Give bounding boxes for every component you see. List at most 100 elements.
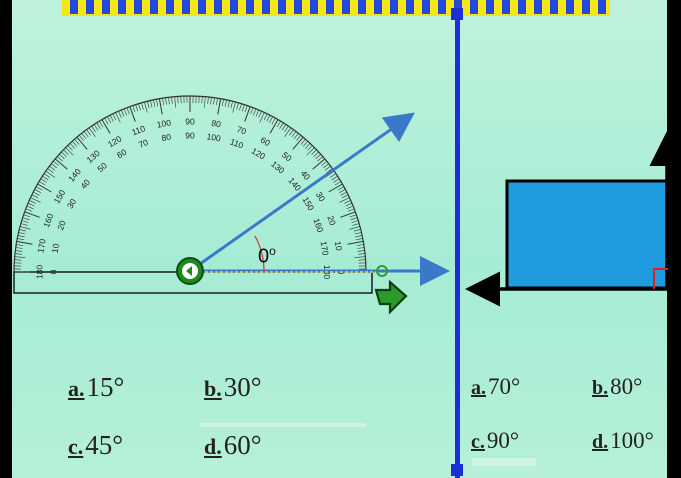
protractor-tick: [150, 100, 153, 108]
protractor-tick: [23, 214, 31, 218]
protractor-tick: [51, 163, 57, 169]
protractor-tick: [19, 226, 31, 230]
protractor-tick: [69, 143, 75, 149]
protractor-tick: [232, 101, 236, 113]
protractor-tick: [34, 189, 41, 193]
protractor-scale-label: 120: [250, 146, 268, 162]
blue-rectangle: [505, 179, 671, 290]
protractor-tick: [210, 97, 212, 105]
vertical-divider: [455, 10, 460, 478]
protractor-tick: [358, 253, 366, 255]
protractor-tick: [126, 107, 130, 115]
protractor-tick: [162, 98, 164, 106]
protractor-scale-label: 110: [229, 136, 245, 150]
protractor-tick: [357, 247, 365, 249]
protractor-tick: [279, 122, 284, 129]
protractor-scale-label: 50: [95, 160, 109, 174]
protractor-tick: [333, 178, 340, 183]
protractor-tick: [99, 120, 104, 128]
protractor-scale-label: 110: [130, 123, 146, 137]
right-frame-border: [667, 0, 681, 478]
protractor-tick: [354, 232, 362, 235]
protractor-tick: [349, 226, 361, 230]
option-b-right[interactable]: b.80°: [592, 374, 643, 399]
protractor-tick: [236, 102, 239, 110]
protractor-tick: [45, 170, 55, 178]
protractor-tick: [53, 160, 59, 166]
angle-ray-upper[interactable]: [189, 112, 415, 273]
protractor-tick: [358, 259, 366, 261]
protractor-tick: [340, 191, 347, 196]
move-arrow-icon[interactable]: [374, 279, 408, 315]
protractor-tick: [224, 99, 227, 107]
protractor-tick: [311, 149, 317, 155]
protractor-tick: [107, 116, 111, 123]
option-d-left[interactable]: d.60°: [204, 430, 262, 460]
rotate-handle[interactable]: [376, 265, 388, 277]
protractor-tick: [141, 102, 144, 110]
protractor-tick: [74, 139, 80, 145]
protractor-scale-label: 150: [52, 188, 68, 206]
protractor-tick: [269, 119, 279, 134]
pivot-button[interactable]: [176, 257, 204, 285]
protractor-tick: [321, 160, 327, 166]
protractor-tick: [353, 229, 361, 232]
protractor-tick: [293, 133, 299, 139]
protractor-tick: [351, 220, 359, 223]
divider-handle-bottom[interactable]: [451, 464, 463, 476]
protractor-tick: [230, 101, 233, 109]
option-b-left[interactable]: b.30°: [204, 372, 262, 402]
protractor-tick: [315, 153, 322, 160]
option-c-right[interactable]: c.90°: [471, 428, 520, 453]
protractor-scale-label: 160: [311, 217, 325, 234]
protractor-scale-label: 90: [185, 130, 195, 140]
protractor-tick: [350, 217, 358, 221]
protractor-tick: [349, 214, 357, 218]
protractor-tick: [18, 232, 26, 235]
option-c-left[interactable]: c.45°: [68, 430, 124, 460]
protractor-tick: [305, 143, 311, 149]
protractor-tick: [255, 109, 260, 117]
protractor-tick: [355, 238, 363, 241]
protractor-tick: [88, 127, 96, 137]
option-d-right[interactable]: d.100°: [592, 428, 654, 453]
protractor-tick: [354, 256, 366, 258]
protractor-scale-label: 0: [48, 269, 58, 274]
protractor-scale-label: 50: [280, 150, 294, 164]
option-a-left[interactable]: a.15°: [68, 372, 125, 402]
protractor-tick: [207, 96, 209, 104]
protractor-tick: [284, 125, 289, 133]
protractor-scale-label: 60: [259, 135, 272, 149]
protractor-scale-label: 170: [35, 238, 47, 254]
protractor-tick: [347, 208, 355, 212]
protractor-tick: [307, 145, 313, 151]
divider-handle-top[interactable]: [451, 8, 463, 20]
protractor-tick: [158, 98, 163, 115]
protractor-tick: [302, 140, 309, 147]
protractor-tick: [47, 168, 54, 173]
protractor-tick: [147, 101, 150, 109]
protractor-tick: [306, 147, 315, 156]
protractor-tick: [37, 183, 52, 193]
protractor-tick: [213, 97, 215, 105]
protractor-tick: [241, 104, 245, 112]
protractor-tick: [129, 106, 136, 122]
protractor-tick: [15, 247, 23, 249]
protractor-tick: [341, 194, 349, 199]
protractor-tick: [30, 197, 41, 203]
protractor-scale-label: 150: [301, 195, 317, 213]
protractor-scale-label: 70: [137, 137, 150, 150]
protractor-tick: [289, 129, 294, 136]
protractor-tick: [296, 135, 302, 141]
protractor-tick: [93, 124, 99, 131]
option-a-right[interactable]: a.70°: [471, 374, 521, 399]
protractor-tick: [138, 103, 141, 111]
protractor-tick: [345, 202, 353, 207]
protractor-tick: [16, 244, 24, 246]
protractor-tick: [25, 208, 33, 212]
protractor-tick: [239, 103, 242, 111]
protractor-tick: [217, 98, 222, 115]
protractor-tick: [40, 178, 47, 183]
protractor-scale-label: 20: [55, 219, 68, 232]
protractor-tick: [109, 115, 114, 122]
